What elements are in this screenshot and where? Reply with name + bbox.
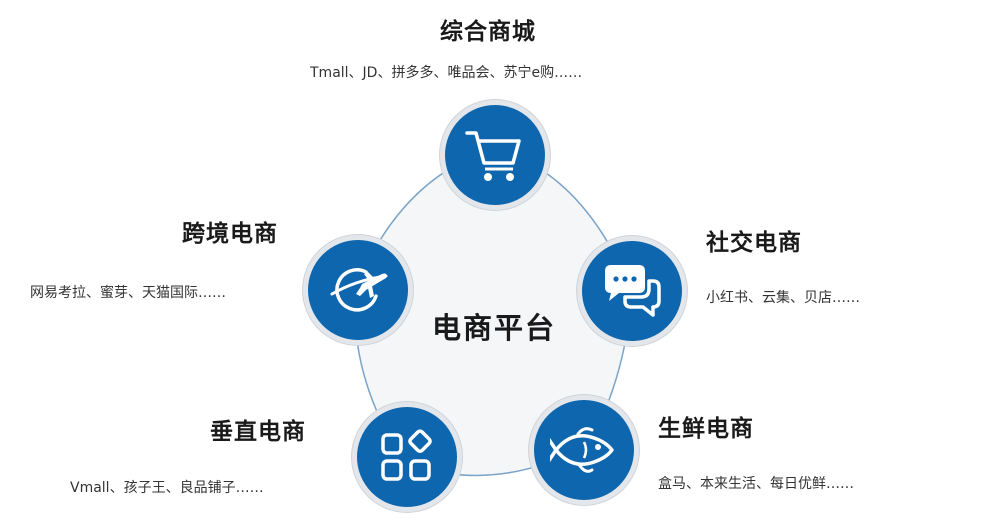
node-crossborder-ecommerce <box>303 235 413 345</box>
title-comprehensive-mall: 综合商城 <box>440 19 536 45</box>
node-comprehensive-mall <box>440 100 550 210</box>
title-vertical-ecommerce: 垂直电商 <box>210 419 306 445</box>
node-vertical-ecommerce <box>352 402 462 512</box>
desc-social-ecommerce: 小红书、云集、贝店…… <box>706 290 860 306</box>
shopping-cart-icon <box>463 125 527 185</box>
app-grid-icon <box>379 429 435 485</box>
desc-comprehensive-mall: Tmall、JD、拼多多、唯品会、苏宁e购…… <box>310 65 583 81</box>
center-label: 电商平台 <box>432 311 557 345</box>
globe-plane-icon <box>326 260 390 320</box>
node-social-ecommerce <box>577 236 687 346</box>
desc-crossborder-ecommerce: 网易考拉、蜜芽、天猫国际…… <box>30 285 226 301</box>
chat-bubbles-icon <box>601 263 663 319</box>
title-fresh-ecommerce: 生鲜电商 <box>658 416 754 442</box>
desc-vertical-ecommerce: Vmall、孩子王、良品铺子…… <box>70 480 264 496</box>
fish-icon <box>550 424 618 476</box>
title-crossborder-ecommerce: 跨境电商 <box>182 221 278 247</box>
title-social-ecommerce: 社交电商 <box>706 230 802 256</box>
desc-fresh-ecommerce: 盒马、本来生活、每日优鲜…… <box>658 476 854 492</box>
node-fresh-ecommerce <box>529 395 639 505</box>
